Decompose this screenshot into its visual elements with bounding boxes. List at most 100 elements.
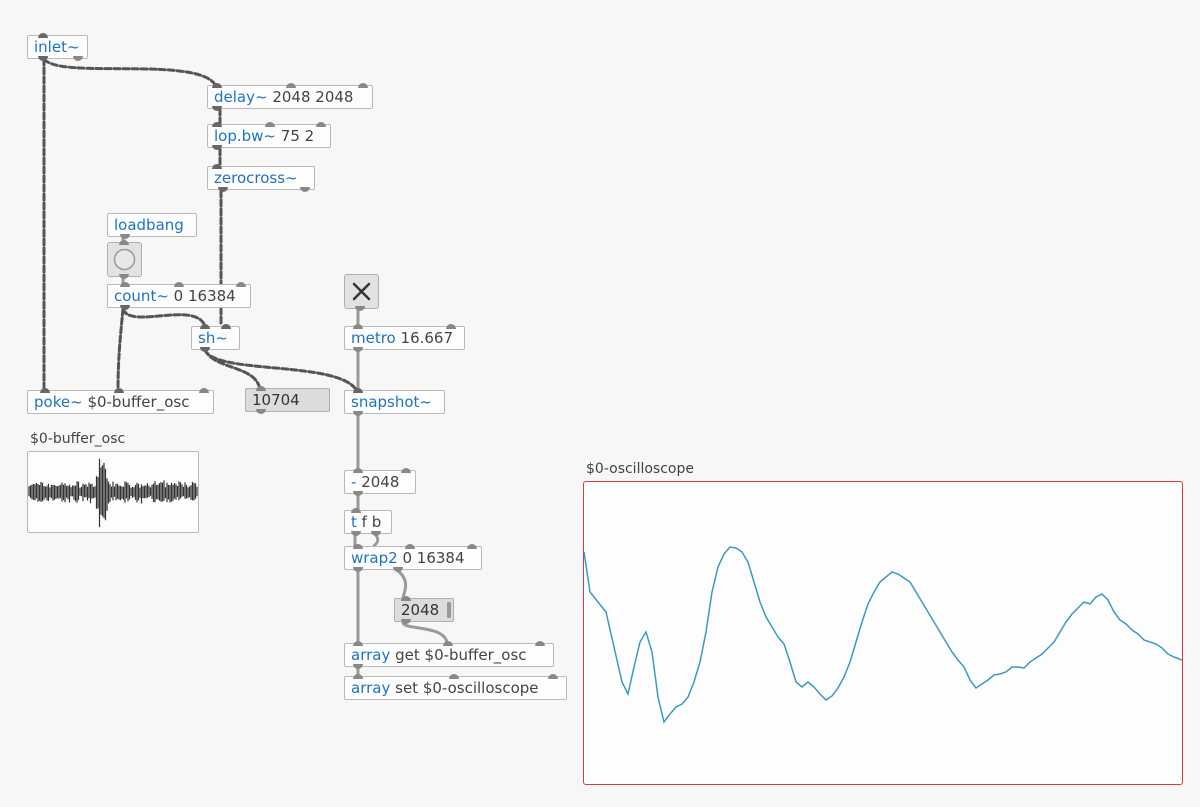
inlet-port[interactable] xyxy=(401,468,411,473)
outlet-port[interactable] xyxy=(256,409,266,414)
object-args: 2048 2048 xyxy=(272,88,354,106)
inlet-port[interactable] xyxy=(114,388,124,393)
inlet-port[interactable] xyxy=(535,641,545,646)
lowpass-filter-object[interactable]: lop.bw~ 75 2 xyxy=(207,122,331,150)
inlet-port[interactable] xyxy=(199,388,209,393)
inlet-port[interactable] xyxy=(286,83,296,88)
delay-object[interactable]: delay~ 2048 2048 xyxy=(207,83,373,111)
outlet-port[interactable] xyxy=(120,305,130,310)
inlet-port[interactable] xyxy=(449,674,459,679)
count-object[interactable]: count~ 0 16384 xyxy=(107,282,251,310)
outlet-port[interactable] xyxy=(353,664,363,669)
array-get-object[interactable]: array get $0-buffer_osc xyxy=(344,641,554,669)
inlet-port[interactable] xyxy=(353,641,363,646)
buffer-waveform xyxy=(28,458,198,528)
loadbang-object[interactable]: loadbang xyxy=(107,213,197,239)
outlet-port[interactable] xyxy=(353,411,363,416)
scope-waveform xyxy=(584,546,1182,724)
inlet-port[interactable] xyxy=(212,164,222,169)
number-box-handle xyxy=(447,602,451,618)
sample-index-number-box[interactable]: 10704 xyxy=(245,386,330,414)
outlet-port[interactable] xyxy=(300,187,310,192)
outlet-port[interactable] xyxy=(393,567,403,572)
inlet-port[interactable] xyxy=(353,388,363,393)
object-class: t xyxy=(351,513,357,531)
cord-sh-number xyxy=(203,348,262,391)
inlet-port[interactable] xyxy=(236,282,246,287)
outlet-port[interactable] xyxy=(353,567,363,572)
inlet-port[interactable] xyxy=(467,544,477,549)
object-class: count~ xyxy=(114,287,169,305)
object-class: - xyxy=(351,473,357,491)
inlet-port[interactable] xyxy=(353,544,363,549)
subtract-object[interactable]: - 2048 xyxy=(344,468,416,496)
outlet-port[interactable] xyxy=(38,56,48,61)
bang-button[interactable] xyxy=(107,240,142,279)
inlet-port[interactable] xyxy=(548,674,558,679)
inlet-port[interactable] xyxy=(256,386,266,391)
outlet-port[interactable] xyxy=(212,106,222,111)
inlet-port[interactable] xyxy=(353,324,363,329)
inlet-port[interactable] xyxy=(221,324,231,329)
object-args: 0 16384 xyxy=(173,287,236,305)
inlet-port[interactable] xyxy=(353,468,363,473)
outlet-port[interactable] xyxy=(355,306,365,311)
buffer-trace xyxy=(28,458,198,528)
cord-number-arrayget xyxy=(401,621,449,645)
object-class: loadbang xyxy=(114,216,184,234)
inlet-port[interactable] xyxy=(200,324,210,329)
outlet-port[interactable] xyxy=(73,56,83,61)
wrap2-object[interactable]: wrap2 0 16384 xyxy=(344,544,482,572)
cord-inlet-delay xyxy=(42,57,218,88)
inlet-port[interactable] xyxy=(443,641,453,646)
array-set-object[interactable]: array set $0-oscilloscope xyxy=(344,674,567,700)
outlet-port[interactable] xyxy=(120,234,130,239)
inlet-port[interactable] xyxy=(120,282,130,287)
object-args: $0-buffer_osc xyxy=(87,393,190,411)
outlet-port[interactable] xyxy=(353,491,363,496)
inlet-port[interactable] xyxy=(265,122,275,127)
scope-array-graph[interactable] xyxy=(583,481,1183,785)
number-value: 10704 xyxy=(252,391,300,409)
inlet-port[interactable] xyxy=(40,388,50,393)
x-mark-icon xyxy=(352,282,371,301)
object-class: delay~ xyxy=(214,88,268,106)
outlet-port[interactable] xyxy=(212,145,222,150)
inlet-port[interactable] xyxy=(174,282,184,287)
offset-number-box[interactable]: 2048 xyxy=(394,596,454,624)
outlet-port[interactable] xyxy=(353,347,363,352)
cord-sh-snapshot xyxy=(203,348,359,393)
metro-object[interactable]: metro 16.667 xyxy=(344,324,465,352)
outlet-port[interactable] xyxy=(371,531,381,536)
object-args: 0 16384 xyxy=(402,549,465,567)
object-class: metro xyxy=(351,329,396,347)
inlet-port[interactable] xyxy=(316,122,326,127)
inlet-port[interactable] xyxy=(119,240,129,245)
object-class: poke~ xyxy=(34,393,83,411)
inlet-port[interactable] xyxy=(446,324,456,329)
object-class: array xyxy=(351,646,391,664)
snapshot-object[interactable]: snapshot~ xyxy=(344,388,445,416)
sample-hold-object[interactable]: sh~ xyxy=(191,324,240,352)
inlet-port[interactable] xyxy=(401,596,411,601)
inlet-port[interactable] xyxy=(212,122,222,127)
buffer-array-graph[interactable] xyxy=(27,451,199,533)
outlet-port[interactable] xyxy=(351,531,361,536)
inlet-port[interactable] xyxy=(358,83,368,88)
inlet-port[interactable] xyxy=(212,83,222,88)
outlet-port[interactable] xyxy=(218,187,228,192)
trigger-object[interactable]: t f b xyxy=(344,508,392,536)
outlet-port[interactable] xyxy=(119,274,129,279)
inlet-object[interactable]: inlet~ xyxy=(27,33,88,61)
zerocross-object[interactable]: zerocross~ xyxy=(207,164,315,192)
inlet-port[interactable] xyxy=(405,544,415,549)
scope-array-label: $0-oscilloscope xyxy=(586,461,694,477)
outlet-port[interactable] xyxy=(200,347,210,352)
inlet-port[interactable] xyxy=(38,33,48,38)
poke-object[interactable]: poke~ $0-buffer_osc xyxy=(27,388,214,414)
inlet-port[interactable] xyxy=(351,508,361,513)
object-args: 2048 xyxy=(361,473,400,491)
toggle[interactable] xyxy=(344,274,379,311)
outlet-port[interactable] xyxy=(401,619,411,624)
inlet-port[interactable] xyxy=(353,674,363,679)
